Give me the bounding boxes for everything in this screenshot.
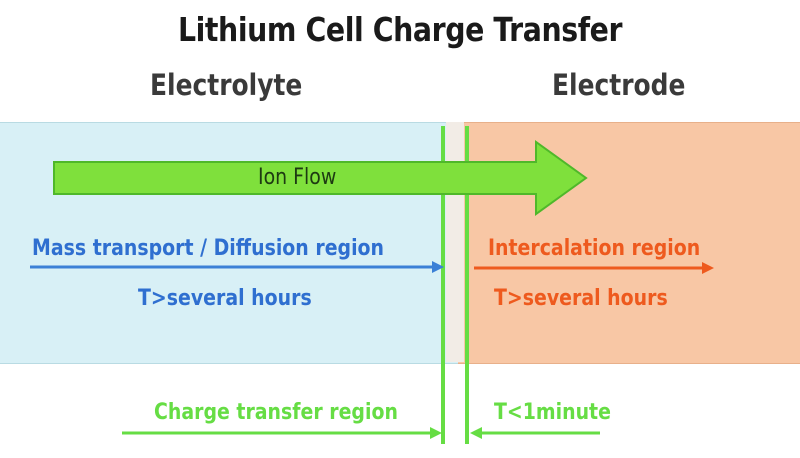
intercalation-arrowhead	[702, 262, 714, 274]
intercalation-time-label: T>several hours	[494, 286, 668, 311]
diagram-title: Lithium Cell Charge Transfer	[177, 10, 623, 49]
interface-line-right	[465, 126, 469, 444]
ion-flow-label: Ion Flow	[258, 165, 337, 190]
diffusion-region-label: Mass transport / Diffusion region	[32, 236, 385, 261]
diffusion-arrowhead	[432, 261, 444, 273]
interface-line-left	[441, 126, 445, 444]
charge-transfer-time-label: T<1minute	[494, 400, 611, 425]
intercalation-region-label: Intercalation region	[488, 236, 701, 261]
ion-flow-arrow	[53, 140, 588, 216]
charge-transfer-arrowhead-right	[470, 427, 482, 439]
charge-transfer-label: Charge transfer region	[154, 400, 398, 425]
electrode-heading: Electrode	[552, 68, 686, 102]
diffusion-time-label: T>several hours	[138, 286, 312, 311]
charge-transfer-arrowhead-left	[430, 427, 442, 439]
electrolyte-heading: Electrolyte	[150, 68, 303, 102]
